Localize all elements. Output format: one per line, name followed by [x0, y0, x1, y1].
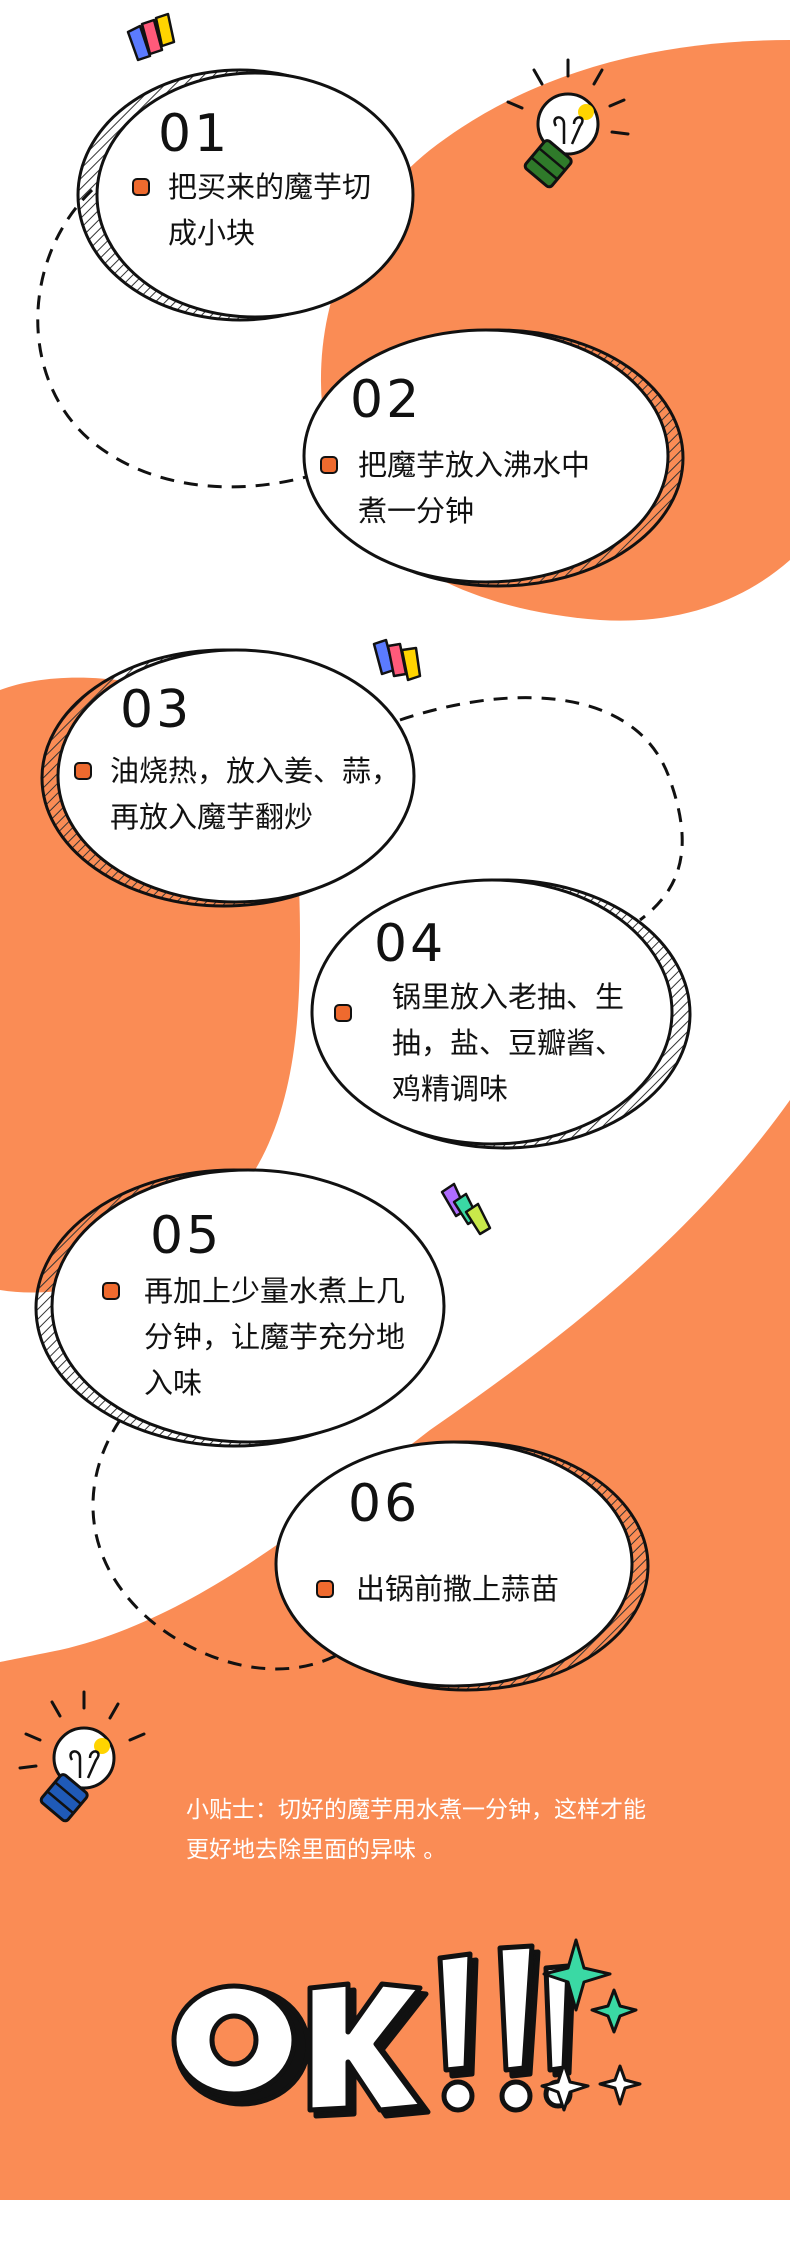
bullet-icon: [102, 1282, 120, 1300]
connector-01-02: [36, 188, 331, 489]
step-06: 06 出锅前撒上蒜苗: [268, 1432, 654, 1698]
step-number: 06: [348, 1474, 421, 1534]
step-02: 02 把魔芋放入沸水中煮一分钟: [298, 318, 688, 594]
step-05: 05 再加上少量水煮上几分钟，让魔芋充分地入味: [30, 1158, 460, 1458]
bullet-icon: [320, 456, 338, 474]
step-number: 02: [350, 370, 423, 430]
step-text: 再加上少量水煮上几分钟，让魔芋充分地入味: [144, 1274, 406, 1400]
step-01: 01 把买来的魔芋切成小块: [72, 58, 415, 328]
step-number: 03: [120, 680, 193, 740]
bullet-icon: [132, 178, 150, 196]
bullet-icon: [316, 1580, 334, 1598]
lightbulb-icon: [18, 1690, 146, 1823]
step-number: 05: [150, 1206, 223, 1266]
color-stripes-icon: [372, 638, 422, 682]
ok-art: [171, 1943, 576, 2119]
step-text: 锅里放入老抽、生抽，盐、豆瓣酱、鸡精调味: [392, 980, 625, 1106]
step-05-ellipse: [34, 1168, 446, 1448]
connector-05-06: [91, 1419, 361, 1671]
color-stripes-icon: [126, 12, 176, 62]
step-03: 03 油烧热，放入姜、蒜，再放入魔芋翻炒: [36, 636, 426, 916]
bullet-icon: [334, 1004, 352, 1022]
step-text: 油烧热，放入姜、蒜，再放入魔芋翻炒: [110, 754, 401, 834]
step-03-ellipse: [40, 648, 416, 908]
step-text: 把买来的魔芋切成小块: [168, 170, 372, 250]
lightbulb-icon: [506, 58, 630, 189]
step-text: 把魔芋放入沸水中煮一分钟: [358, 448, 591, 528]
step-01-ellipse: [76, 68, 415, 322]
step-number: 01: [158, 104, 231, 164]
sparkle-icon: [540, 1938, 642, 2112]
step-number: 04: [374, 914, 447, 974]
step-02-ellipse: [302, 328, 685, 588]
connector-03-04: [399, 696, 684, 922]
step-06-ellipse: [274, 1440, 650, 1692]
step-text: 出锅前撒上蒜苗: [356, 1572, 560, 1606]
step-04: 04 锅里放入老抽、生抽，盐、豆瓣酱、鸡精调味: [306, 868, 696, 1160]
tip-text: 小贴士：切好的魔芋用水煮一分钟，这样才能更好地去除里面的异味 。: [186, 1797, 646, 1863]
color-stripes-icon: [440, 1182, 492, 1236]
step-04-ellipse: [310, 878, 692, 1150]
bullet-icon: [74, 762, 92, 780]
